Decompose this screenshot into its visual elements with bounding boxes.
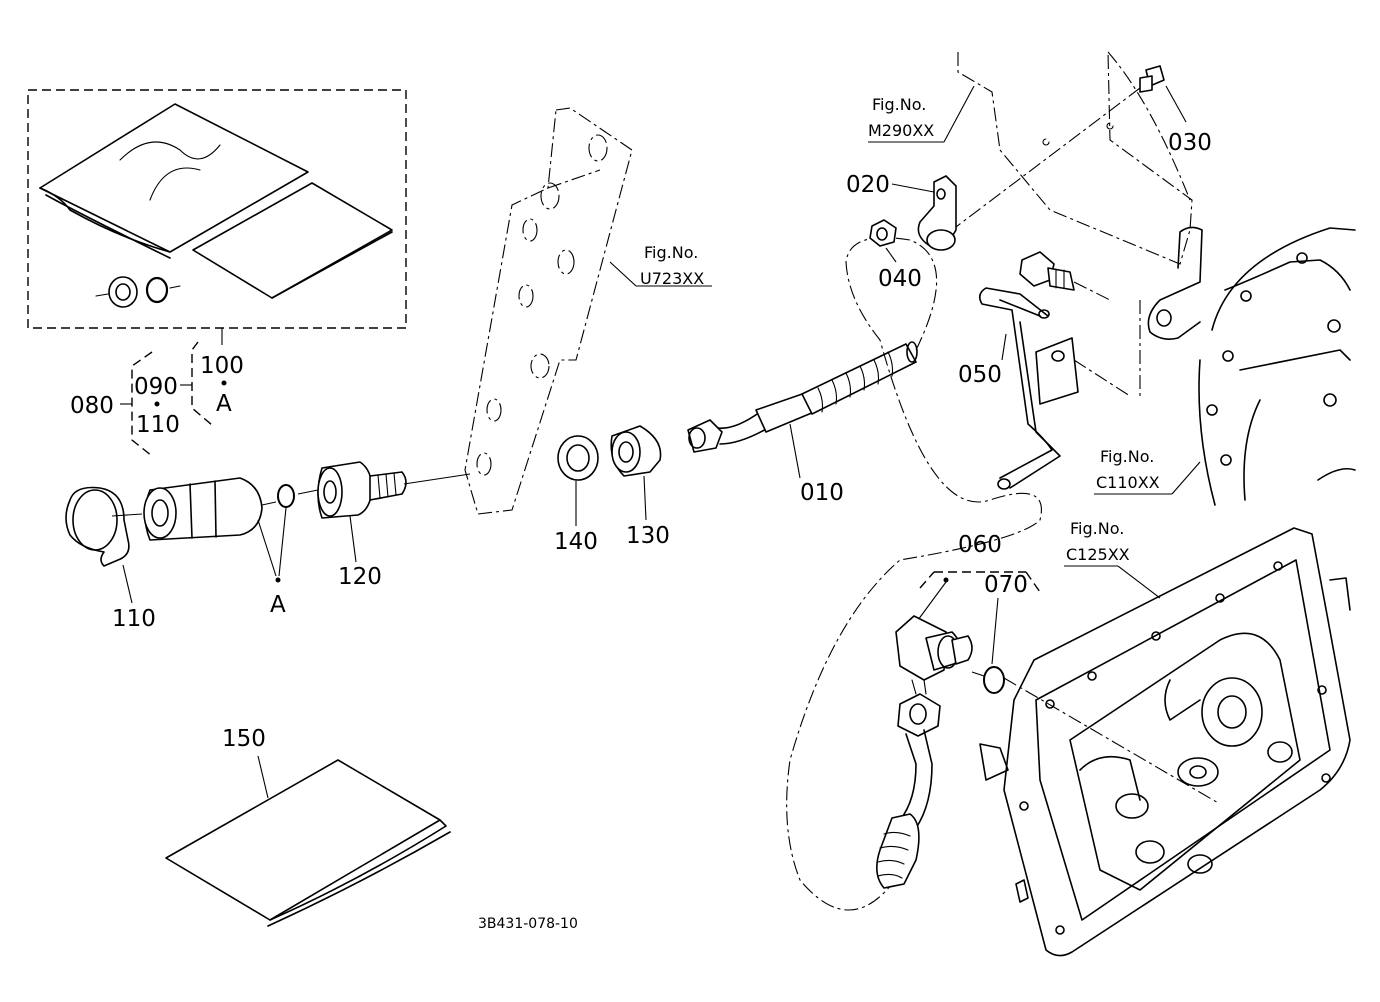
sheet-150 <box>165 755 451 927</box>
nut-040 <box>869 219 897 263</box>
bolt-pipe-050 <box>978 251 1131 490</box>
kit-box-100 <box>27 89 407 345</box>
callout-120: 120 <box>338 564 382 590</box>
callout-110-a: 110 <box>136 412 180 438</box>
diagram-code: 3B431-078-10 <box>478 916 578 932</box>
fig-code-c125: C125XX <box>1066 545 1130 564</box>
dust-cap-110 <box>65 486 130 567</box>
fig-label-m290: Fig.No. <box>872 95 926 114</box>
callout-040: 040 <box>878 266 922 292</box>
callout-130: 130 <box>626 523 670 549</box>
fig-code-m290: M290XX <box>868 121 934 140</box>
plate-m290 <box>943 51 1203 400</box>
callout-050: 050 <box>958 362 1002 388</box>
callout-010: 010 <box>800 480 844 506</box>
nut-130 <box>610 425 662 521</box>
callout-020: 020 <box>846 172 890 198</box>
callout-100: 100 <box>200 353 244 379</box>
bolt-030 <box>943 65 1187 237</box>
lower-hose <box>876 693 941 889</box>
callout-150: 150 <box>222 726 266 752</box>
mark-a-coupler: A <box>270 592 286 618</box>
fig-label-u723: Fig.No. <box>644 243 698 262</box>
callout-140: 140 <box>554 529 598 555</box>
valve-housing-c125 <box>979 527 1351 957</box>
fig-label-c125: Fig.No. <box>1070 519 1124 538</box>
callout-070: 070 <box>984 572 1028 598</box>
bracket-plate-u723 <box>464 107 712 515</box>
callout-080: 080 <box>70 393 114 419</box>
callout-030: 030 <box>1168 130 1212 156</box>
transmission-case-c110 <box>1198 227 1356 506</box>
washer-140 <box>557 435 599 526</box>
fig-code-c110: C110XX <box>1096 473 1160 492</box>
clamp-020 <box>891 175 957 251</box>
fig-code-u723: U723XX <box>640 269 704 288</box>
fig-label-c110: Fig.No. <box>1100 447 1154 466</box>
callout-060: 060 <box>958 532 1002 558</box>
figure-references: Fig.No. M290XX Fig.No. U723XX Fig.No. C1… <box>640 95 1201 567</box>
elbow-060 <box>895 571 1041 695</box>
coupler-body <box>111 477 277 541</box>
callout-labels: 010 020 030 040 050 060 070 080 090 100 … <box>70 130 1212 752</box>
left-leaders <box>122 507 357 604</box>
o-ring-070 <box>971 597 1005 694</box>
hose-route <box>786 237 1042 911</box>
callout-110-b: 110 <box>112 606 156 632</box>
callout-brackets <box>120 341 227 457</box>
hose-010 <box>687 341 918 479</box>
adapter-120 <box>317 461 471 519</box>
callout-090: 090 <box>134 374 178 400</box>
o-ring-a <box>277 484 319 508</box>
mark-a-kit: A <box>216 391 232 417</box>
